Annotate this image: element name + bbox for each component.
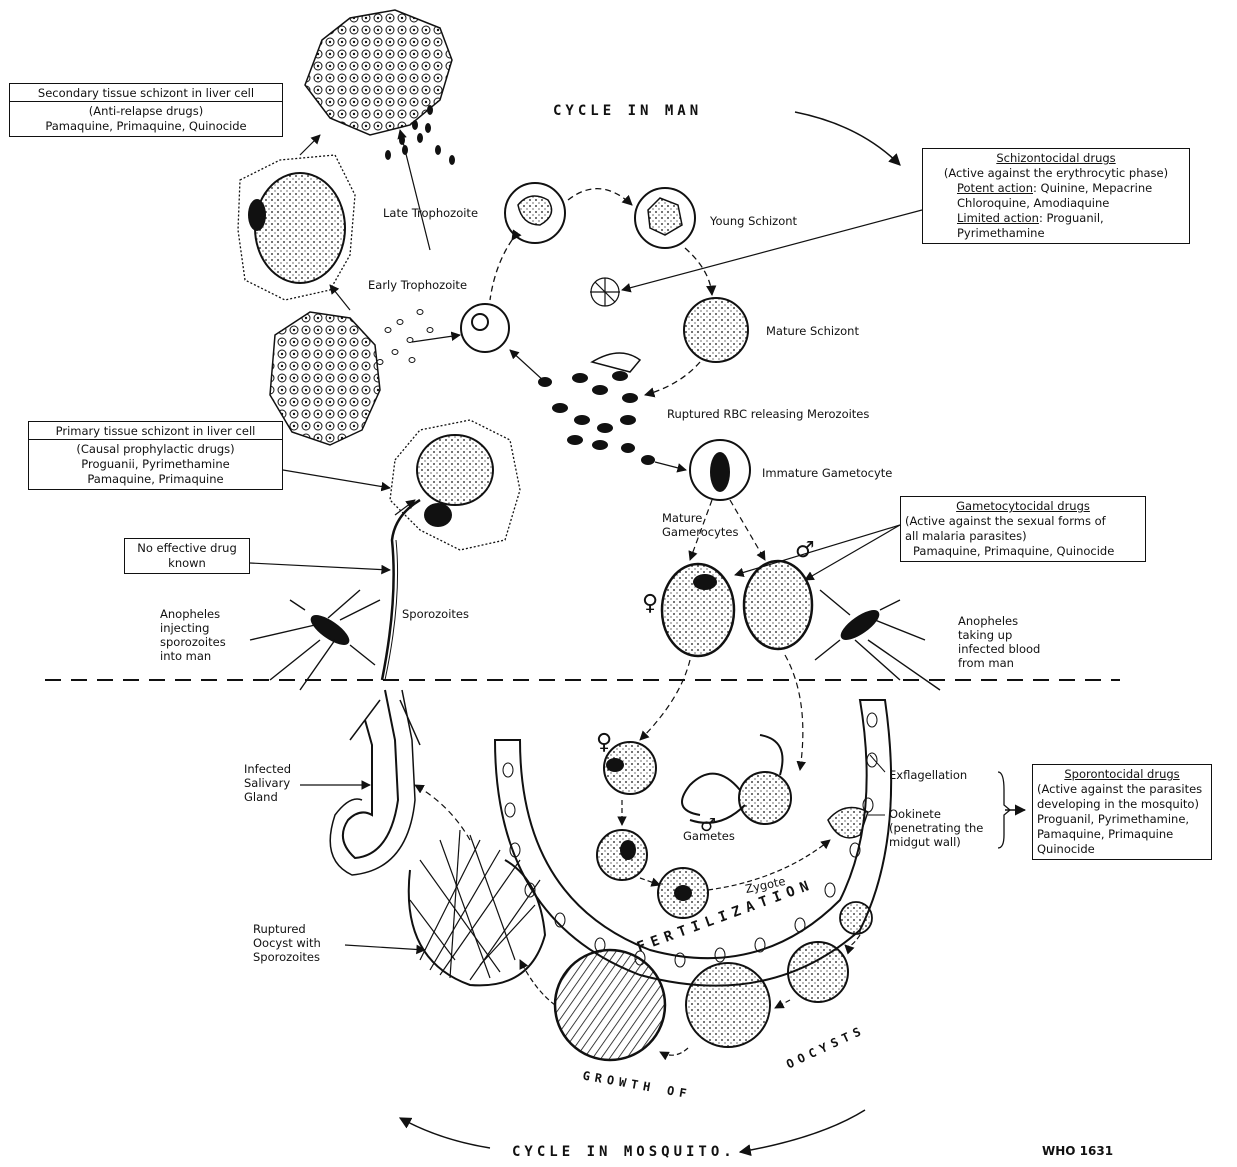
title-cycle-in-man: CYCLE IN MAN xyxy=(553,103,702,119)
label-young-schizont: Young Schizont xyxy=(710,214,797,228)
box-sporontocidal-drugs: Sporontocidal drugs (Active against the … xyxy=(1032,764,1212,860)
primary-schizont-cluster xyxy=(270,312,380,445)
drug-target-symbol xyxy=(590,278,620,306)
label-ookinete: Ookinete (penetrating the midgut wall) xyxy=(889,807,983,849)
label-immature-gametocyte: Immature Gametocyte xyxy=(762,466,892,480)
secondary-schizont-top xyxy=(305,10,452,135)
label-late-trophozoite: Late Trophozoite xyxy=(383,206,478,220)
female-symbol-gametocyte: ♀ xyxy=(642,593,658,615)
female-symbol-gamete: ♀ xyxy=(596,732,612,754)
oocyst-large xyxy=(686,963,770,1047)
oocyst-mature xyxy=(555,950,665,1060)
oocyst-medium xyxy=(788,942,848,1002)
box-schizontocidal-drugs: Schizontocidal drugs (Active against the… xyxy=(922,148,1190,244)
box-no-effective-drug: No effective drug known xyxy=(124,538,250,574)
label-ruptured-oocyst: Ruptured Oocyst with Sporozoites xyxy=(253,922,321,964)
label-anopheles-injecting: Anopheles injecting sporozoites into man xyxy=(160,607,226,663)
merozoite-spray-mid xyxy=(377,310,433,365)
merozoites-ruptured-rbc xyxy=(538,353,655,465)
mosquito-injecting xyxy=(250,590,380,690)
salivary-gland xyxy=(343,690,398,858)
mosquito-feeding xyxy=(815,590,940,690)
label-infected-salivary-gland: Infected Salivary Gland xyxy=(244,762,291,804)
male-symbol-gamete: ♂ xyxy=(700,815,716,837)
nucleus-primary xyxy=(417,435,493,505)
label-anopheles-taking-up: Anopheles taking up infected blood from … xyxy=(958,614,1040,670)
label-sporozoites: Sporozoites xyxy=(402,607,469,621)
box-primary-tissue-schizont: Primary tissue schizont in liver cell (C… xyxy=(28,421,283,490)
nucleus-secondary xyxy=(255,173,345,283)
oocyst-small xyxy=(840,902,872,934)
label-mature-gametocytes: Mature Gamerocytes xyxy=(662,511,738,539)
male-symbol-gametocyte: ♂ xyxy=(795,540,815,562)
figure-reference: WHO 1631 xyxy=(1042,1144,1113,1158)
rbc-mature-schizont xyxy=(684,298,748,362)
male-gametocyte xyxy=(744,561,812,649)
label-ruptured-rbc: Ruptured RBC releasing Merozoites xyxy=(667,407,869,421)
male-gamete xyxy=(739,772,791,824)
box-secondary-tissue-schizont: Secondary tissue schizont in liver cell … xyxy=(9,83,283,137)
box-gametocytocidal-drugs: Gametocytocidal drugs (Active against th… xyxy=(900,496,1146,562)
label-mature-schizont: Mature Schizont xyxy=(766,324,859,338)
title-cycle-in-mosquito: CYCLE IN MOSQUITO. xyxy=(512,1144,736,1160)
label-early-trophozoite: Early Trophozoite xyxy=(368,278,467,292)
label-exflagellation: Exflagellation xyxy=(889,768,967,782)
